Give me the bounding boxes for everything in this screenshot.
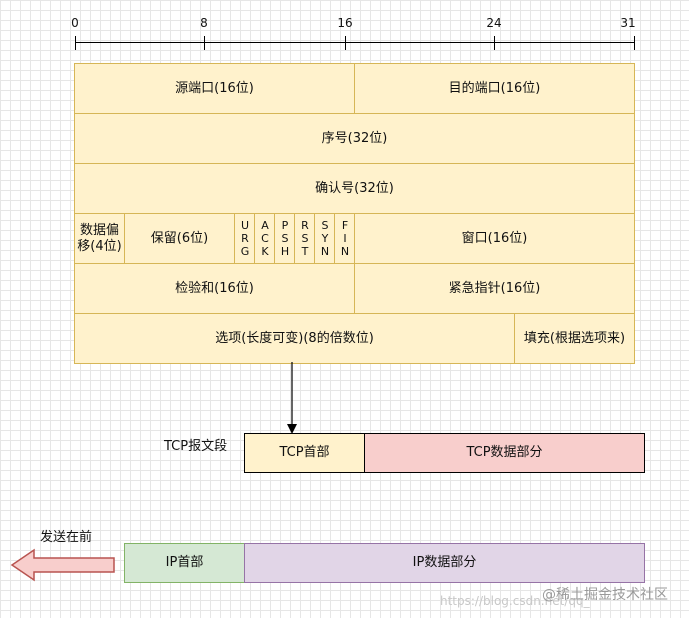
tcp-data-block-label: TCP数据部分 — [466, 445, 543, 461]
data-offset-field: 数据偏移(4位) — [74, 213, 125, 264]
checksum-label: 检验和(16位) — [175, 280, 254, 296]
padding-label: 填充(根据选项来) — [523, 330, 626, 346]
ruler-tick — [634, 36, 635, 50]
bit-ruler: 0 8 16 24 31 — [0, 0, 689, 60]
ruler-tick-label: 31 — [620, 16, 636, 30]
flag-fin: FIN — [334, 213, 355, 264]
flag-psh: PSH — [274, 213, 295, 264]
flag-syn: SYN — [314, 213, 335, 264]
ack-number-label: 确认号(32位) — [315, 180, 394, 196]
flag-label: SYN — [318, 219, 332, 258]
down-arrow-icon — [287, 362, 297, 434]
sequence-number-field: 序号(32位) — [74, 113, 635, 164]
flag-urg: URG — [234, 213, 255, 264]
options-label: 选项(长度可变)(8的倍数位) — [215, 330, 374, 346]
window-label: 窗口(16位) — [461, 230, 528, 246]
tcp-segment-label: TCP报文段 — [164, 439, 228, 454]
flag-rst: RST — [294, 213, 315, 264]
ruler-tick — [345, 36, 346, 50]
destination-port-field: 目的端口(16位) — [354, 63, 635, 114]
source-port-label: 源端口(16位) — [175, 80, 254, 96]
checksum-field: 检验和(16位) — [74, 263, 355, 314]
left-arrow-icon — [10, 548, 115, 582]
destination-port-label: 目的端口(16位) — [448, 80, 541, 96]
flag-label: FIN — [338, 219, 352, 258]
options-field: 选项(长度可变)(8的倍数位) — [74, 313, 515, 364]
data-offset-label: 数据偏移(4位) — [77, 222, 122, 254]
ip-data-block-label: IP数据部分 — [412, 555, 477, 571]
ruler-tick-label: 16 — [337, 16, 353, 30]
urgent-pointer-label: 紧急指针(16位) — [448, 280, 541, 296]
reserved-field: 保留(6位) — [124, 213, 235, 264]
tcp-data-block: TCP数据部分 — [364, 433, 645, 473]
ip-header-block: IP首部 — [124, 543, 245, 583]
ip-data-block: IP数据部分 — [244, 543, 645, 583]
reserved-label: 保留(6位) — [150, 230, 209, 246]
ack-number-field: 确认号(32位) — [74, 163, 635, 214]
tcp-header-block-label: TCP首部 — [279, 445, 330, 461]
tcp-header-table: 源端口(16位) 目的端口(16位) 序号(32位) 确认号(32位) 数据偏移… — [74, 63, 635, 364]
flag-label: ACK — [258, 219, 272, 258]
ruler-tick — [75, 36, 76, 50]
ruler-tick-label: 24 — [486, 16, 502, 30]
ruler-tick-label: 8 — [200, 16, 208, 30]
urgent-pointer-field: 紧急指针(16位) — [354, 263, 635, 314]
padding-field: 填充(根据选项来) — [514, 313, 635, 364]
sequence-number-label: 序号(32位) — [321, 130, 388, 146]
watermark-url: https://blog.csdn.net/qq_ — [440, 594, 590, 608]
flag-label: URG — [238, 219, 252, 258]
ruler-tick — [494, 36, 495, 50]
flag-label: RST — [298, 219, 312, 258]
flag-ack: ACK — [254, 213, 275, 264]
tcp-header-block: TCP首部 — [244, 433, 365, 473]
ruler-line — [75, 42, 635, 43]
watermark-brand: @稀土掘金技术社区 — [542, 587, 668, 603]
flag-label: PSH — [278, 219, 292, 258]
ruler-tick-label: 0 — [71, 16, 79, 30]
ruler-tick — [204, 36, 205, 50]
send-first-label: 发送在前 — [40, 530, 93, 545]
ip-header-block-label: IP首部 — [165, 555, 204, 571]
source-port-field: 源端口(16位) — [74, 63, 355, 114]
window-field: 窗口(16位) — [354, 213, 635, 264]
